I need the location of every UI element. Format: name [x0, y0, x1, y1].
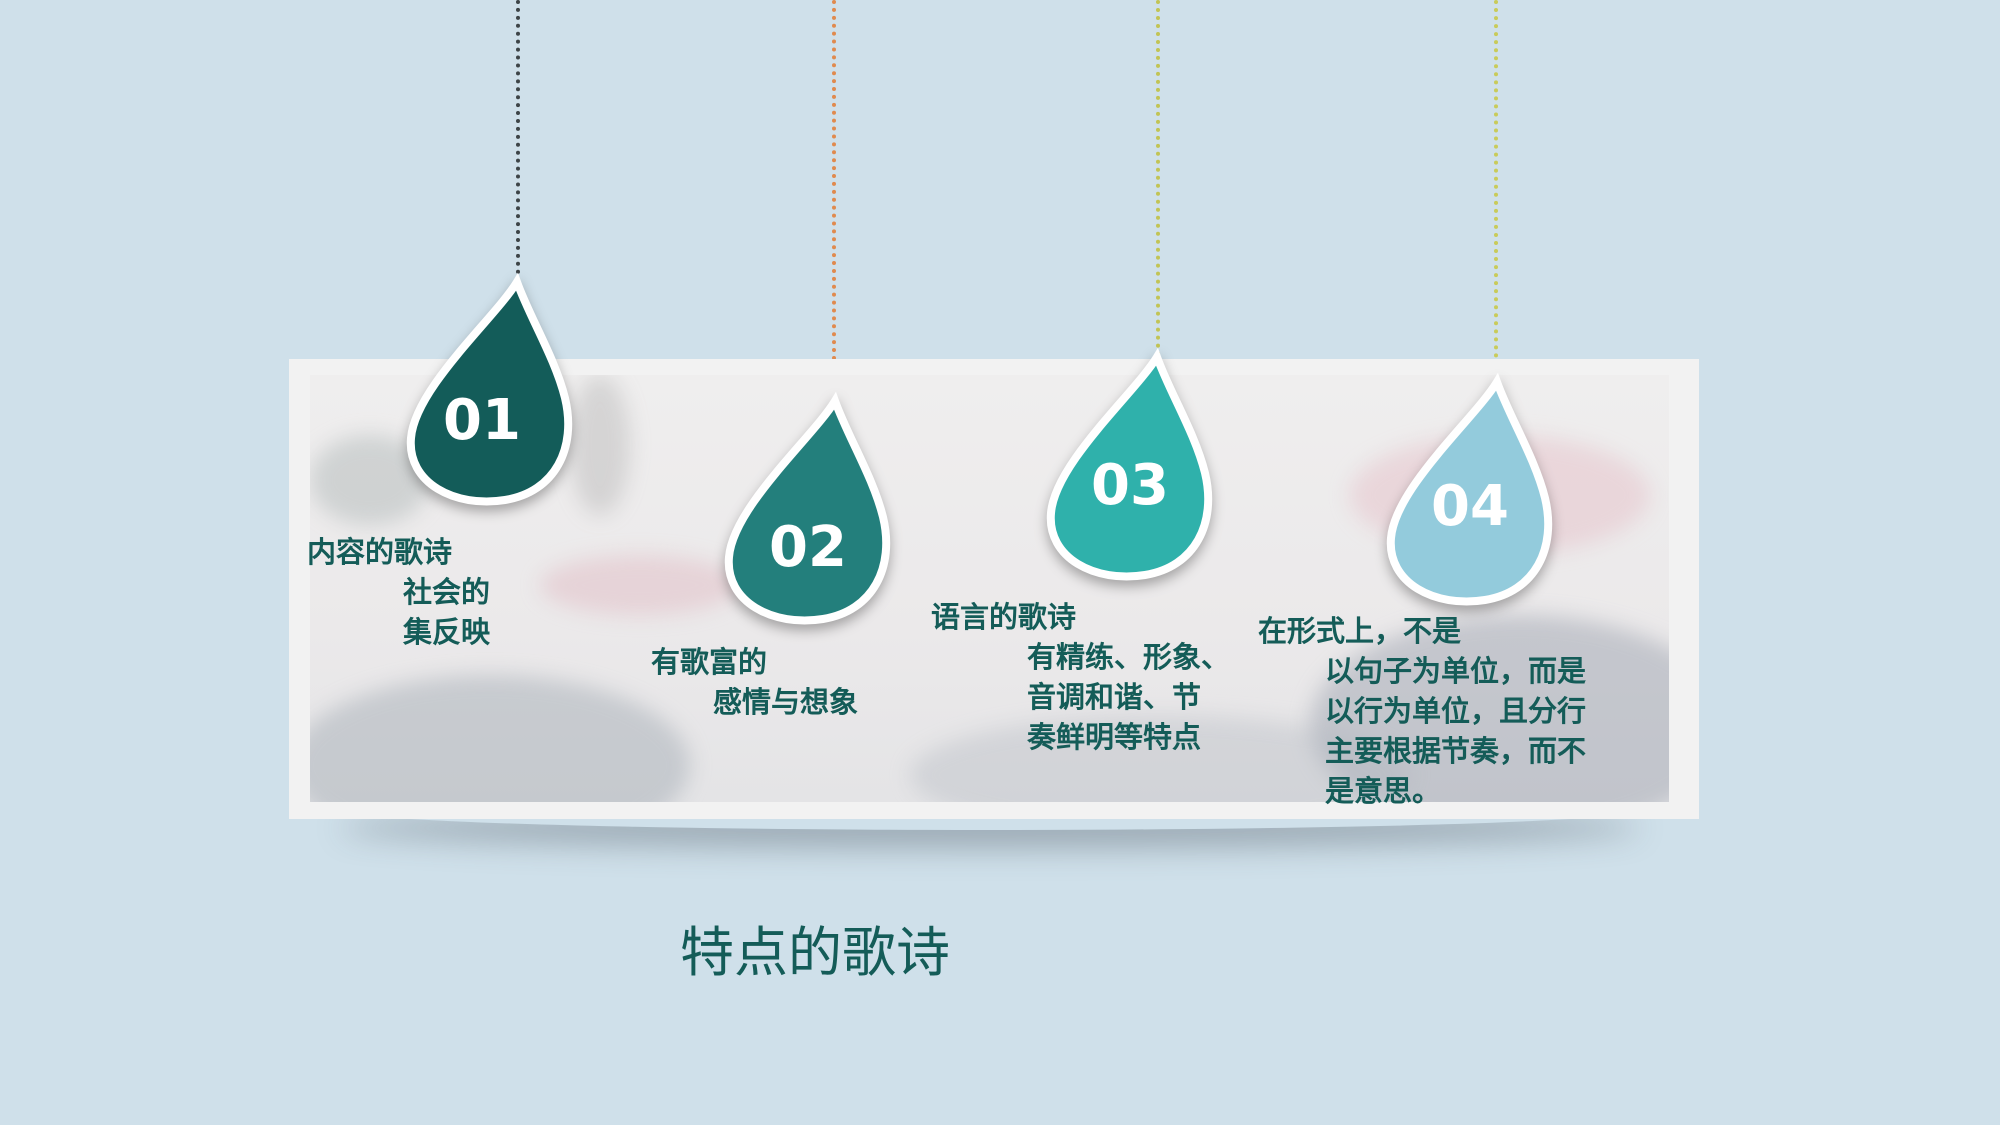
item-03-line-1: 语言的歌诗	[931, 600, 1077, 634]
hanging-string-1	[516, 0, 520, 282]
drop-number: 01	[443, 388, 521, 453]
drop-number: 03	[1091, 453, 1169, 518]
number-drop-03: 03	[1045, 347, 1215, 581]
slide-title: 特点的歌诗	[680, 921, 950, 984]
number-drop-01: 01	[405, 272, 575, 506]
item-04-line-1: 在形式上，不是	[1258, 614, 1462, 648]
drop-shape-icon	[724, 391, 891, 625]
item-02-line-2: 感情与想象	[713, 685, 859, 719]
calligraphy-stamp	[570, 375, 630, 515]
hanging-string-4	[1494, 0, 1498, 382]
item-02-line-1: 有歌富的	[651, 645, 768, 679]
item-03-line-2: 有精练、形象、	[1027, 640, 1231, 674]
hanging-string-3	[1156, 0, 1160, 356]
item-04-line-5: 是意思。	[1325, 774, 1442, 808]
number-drop-04: 04	[1385, 372, 1555, 606]
drop-number: 04	[1431, 474, 1509, 539]
drop-number: 02	[769, 515, 847, 580]
ink-hill-middle	[910, 715, 1410, 802]
item-03-line-3: 音调和谐、节	[1027, 680, 1202, 714]
item-04-line-4: 主要根据节奏，而不	[1325, 734, 1587, 768]
number-drop-02: 02	[723, 391, 893, 625]
ink-leaf-bottom-left	[310, 675, 690, 802]
item-04-line-2: 以句子为单位，而是	[1325, 654, 1587, 688]
item-04-line-3: 以行为单位，且分行	[1325, 694, 1587, 728]
item-01-line-2: 社会的	[403, 575, 491, 609]
item-01-line-3: 集反映	[403, 615, 491, 649]
item-01-line-1: 内容的歌诗	[307, 535, 453, 569]
drop-shape-icon	[1046, 347, 1213, 581]
hanging-string-2	[832, 0, 836, 400]
item-03-line-4: 奏鲜明等特点	[1027, 720, 1202, 754]
lotus-flower-pink-left	[540, 555, 740, 615]
drop-shape-icon	[1386, 372, 1553, 606]
drop-shape-icon	[406, 272, 573, 506]
